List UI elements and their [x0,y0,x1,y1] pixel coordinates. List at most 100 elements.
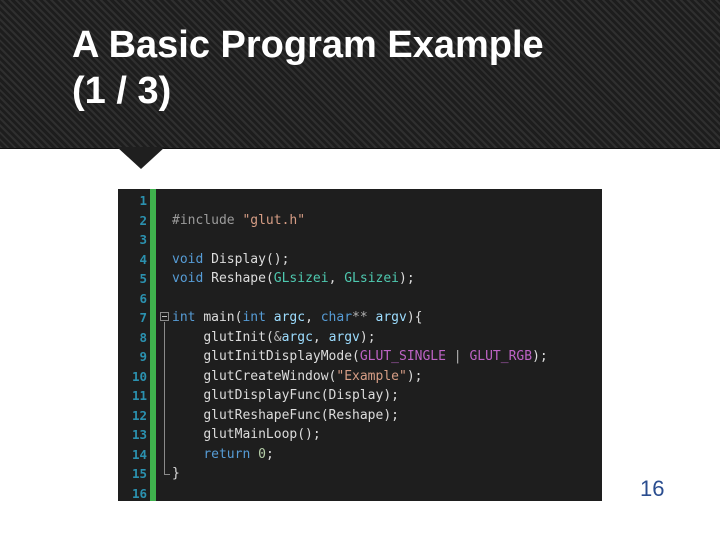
fold-guide-end [164,474,170,475]
code-token: Display [328,388,384,403]
code-token [172,388,203,403]
line-number: 8 [139,329,147,345]
code-token: void [172,271,204,286]
code-line: glutInitDisplayMode(GLUT_SINGLE | GLUT_R… [172,347,548,367]
title-line-1: A Basic Program Example [72,24,544,66]
code-token: 0 [258,446,266,462]
code-token: ); [532,349,548,364]
code-token: GLUT_SINGLE [359,349,446,364]
code-token: ( [328,368,337,384]
code-token: glutCreateWindow [203,368,329,384]
code-token [266,310,274,325]
code-token: argv [328,329,360,345]
code-token: ){ [406,310,423,325]
code-token [446,349,454,364]
code-token: ); [359,329,376,345]
code-token: GLsizei [344,271,400,286]
code-token: GLUT_RGB [469,349,533,364]
line-number: 13 [131,427,147,442]
code-token: glutMainLoop [203,427,298,442]
code-token: ); [383,407,399,423]
slide-header: A Basic Program Example (1 / 3) [0,0,720,149]
code-token: Reshape [211,271,266,286]
code-token: Display [211,251,266,267]
code-token: ( [320,407,329,423]
line-number: 7 [139,310,147,325]
code-token: ( [234,310,243,325]
line-number: 11 [131,388,147,403]
code-token: main [203,310,235,325]
code-token: ( [265,329,274,345]
code-token: int [172,310,196,325]
line-number: 12 [131,407,147,423]
code-token: void [172,251,204,267]
line-number: 14 [131,446,147,462]
change-indicator-bar [150,189,156,501]
code-token: int [242,310,266,325]
code-token: Reshape [328,407,384,423]
code-token: , [305,310,321,325]
code-token: ** [352,310,368,325]
code-token: (); [265,251,290,267]
code-token [172,427,203,442]
line-number: 16 [131,485,147,501]
code-token [368,310,376,325]
code-token: glutDisplayFunc [203,388,321,403]
code-token: #include [172,212,243,228]
line-number: 6 [139,290,147,306]
code-token: ; [265,446,274,462]
code-line: void Display(); [172,250,289,270]
code-token: argc [281,329,313,345]
code-token: , [312,329,329,345]
code-token: "glut.h" [242,212,306,228]
code-token: glutReshapeFunc [203,407,321,423]
code-token: & [273,329,282,345]
code-line: int main(int argc, char** argv){ [172,308,423,328]
line-number: 15 [131,466,147,481]
title-line-2: (1 / 3) [72,70,172,112]
code-token: return [203,446,251,462]
code-token: argc [273,310,306,325]
code-token: ); [406,368,423,384]
code-line: glutInit(&argc, argv); [172,328,376,348]
code-line: glutReshapeFunc(Reshape); [172,406,399,426]
line-number: 5 [139,271,147,286]
code-token: glutInitDisplayMode [203,349,353,364]
code-token: glutInit [203,329,266,345]
header-pointer-arrow [117,147,165,169]
code-token: GLsizei [273,271,329,286]
line-number: 10 [131,368,147,384]
fold-guide-line [164,322,165,474]
code-line: glutMainLoop(); [172,425,321,445]
slide-title: A Basic Program Example (1 / 3) [72,22,544,114]
code-line: } [172,464,180,484]
line-number: 2 [139,212,147,228]
code-token [172,369,203,384]
code-token [203,271,211,286]
line-number: 3 [139,232,147,247]
code-token [172,408,203,423]
line-number: 1 [139,193,147,208]
code-token: (); [297,427,321,442]
code-token [250,447,258,462]
code-token [203,252,211,267]
code-token: | [453,349,462,364]
code-token [172,330,203,345]
code-line: glutCreateWindow("Example"); [172,367,422,387]
code-token: ( [265,271,274,286]
code-token: char [320,310,353,325]
code-token: ( [320,388,329,403]
fold-collapse-icon [160,312,169,321]
code-token: ); [399,271,415,286]
code-line: void Reshape(GLsizei, GLsizei); [172,269,415,289]
code-token: , [328,271,345,286]
line-number: 4 [139,251,147,267]
code-token: argv [375,310,407,325]
code-line: #include "glut.h" [172,211,305,231]
code-token: ( [352,349,360,364]
code-line: return 0; [172,445,274,465]
code-token [172,447,203,462]
code-token: "Example" [336,368,407,384]
